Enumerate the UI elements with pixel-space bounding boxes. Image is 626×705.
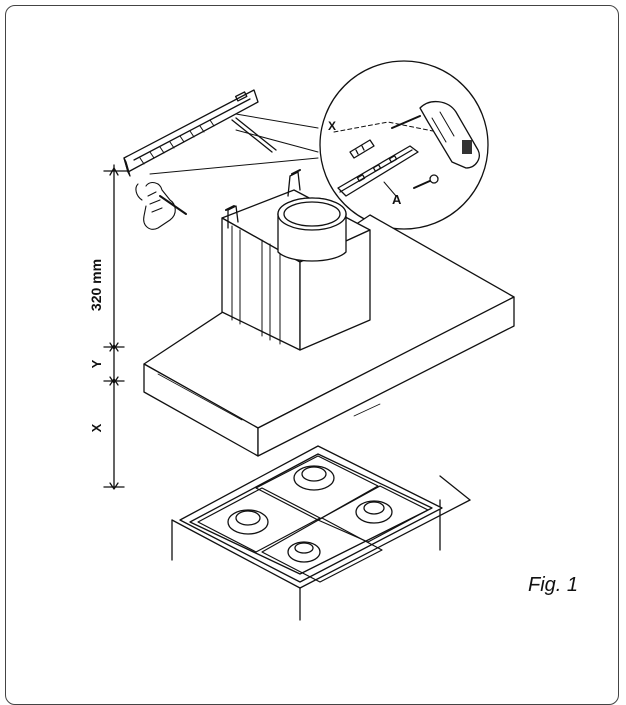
detail-guide-lines <box>149 113 319 175</box>
detail-a-label: A <box>392 192 402 207</box>
dimension-320-label: 320 mm <box>88 259 104 311</box>
dimension-x-label: X <box>89 423 104 432</box>
motor-block <box>221 169 371 351</box>
cooktop <box>171 445 471 621</box>
burner-set <box>227 465 393 563</box>
hand-pencil <box>135 181 187 230</box>
dimension-y-label: Y <box>89 359 104 368</box>
wall-bracket <box>123 89 277 177</box>
detail-x-label: X <box>328 119 336 133</box>
figure-caption: Fig. 1 <box>528 574 579 596</box>
dimension-lines <box>103 164 129 490</box>
detail-circle <box>319 60 489 230</box>
